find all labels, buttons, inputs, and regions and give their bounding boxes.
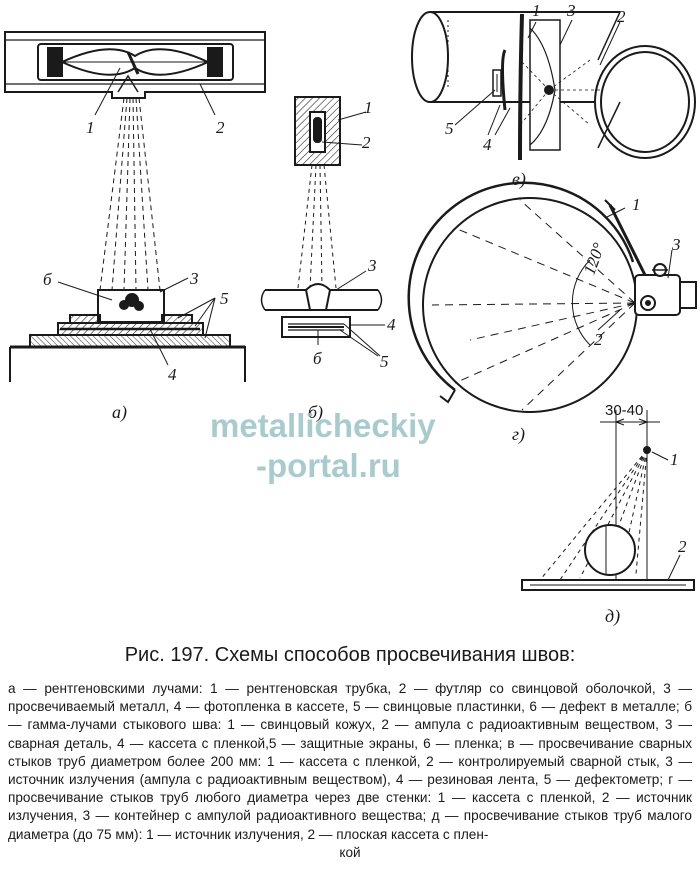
watermark-line-1: metallicheckiy — [210, 407, 436, 444]
label-b-3: 3 — [367, 256, 377, 275]
labels-b: 1 2 3 4 5 б б) — [308, 98, 396, 423]
label-b-6: б — [313, 349, 322, 368]
figure-area: 1 2 3 4 5 б а) — [4, 1, 697, 627]
label-v-2: 2 — [617, 7, 626, 26]
subfigure-g — [407, 181, 697, 413]
label-a-5: 5 — [220, 289, 229, 308]
subfigure-a — [4, 31, 266, 382]
label-b-4: 4 — [387, 315, 396, 334]
subfig-label-g: г) — [512, 424, 525, 445]
label-v-4: 4 — [483, 135, 492, 154]
labels-d: 30-40 1 2 д) — [605, 402, 687, 627]
subfigure-b — [260, 96, 385, 357]
label-b-5: 5 — [380, 352, 389, 371]
label-d-2: 2 — [678, 537, 687, 556]
subfig-label-d: д) — [605, 606, 620, 627]
diagram-svg: 1 2 3 4 5 б а) — [4, 1, 697, 627]
label-b-2: 2 — [362, 133, 371, 152]
label-v-1: 1 — [532, 1, 541, 20]
figure-legend: а — рентгеновскими лучами: 1 — рентгенов… — [8, 680, 692, 862]
label-g-angle: 120° — [580, 240, 609, 277]
subfig-label-v: в) — [512, 169, 526, 190]
label-a-6: б — [43, 270, 52, 289]
label-a-2: 2 — [216, 118, 225, 137]
label-v-3: 3 — [566, 1, 576, 20]
subfig-label-a: а) — [112, 402, 127, 423]
label-a-1: 1 — [86, 118, 95, 137]
label-d-dimension: 30-40 — [605, 402, 643, 419]
figure-caption: Рис. 197. Схемы способов просвечивания ш… — [124, 644, 576, 666]
label-d-1: 1 — [670, 450, 679, 469]
label-g-3: 3 — [671, 235, 681, 254]
labels-a: 1 2 3 4 5 б а) — [43, 118, 229, 423]
labels-v: 1 2 3 4 5 в) — [445, 1, 626, 190]
label-v-5: 5 — [445, 119, 454, 138]
label-g-1: 1 — [632, 195, 641, 214]
legend-text: а — рентгеновскими лучами: 1 — рентгенов… — [8, 681, 692, 842]
watermark-line-2: -portal.ru — [256, 447, 401, 484]
subfig-label-b: б) — [308, 402, 323, 423]
subfigure-d — [521, 410, 695, 591]
label-g-2: 2 — [594, 330, 603, 349]
watermark: metallicheckiy -portal.ru — [210, 407, 436, 484]
legend-tail: кой — [339, 844, 361, 860]
label-a-3: 3 — [189, 269, 199, 288]
subfigure-v — [411, 11, 696, 161]
label-a-4: 4 — [168, 365, 177, 384]
label-b-1: 1 — [364, 98, 373, 117]
